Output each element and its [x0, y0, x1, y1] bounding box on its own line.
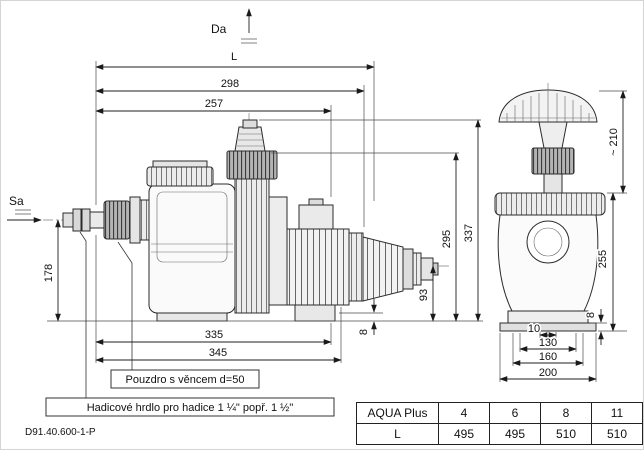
- front-view-dimensions: ~ 210 255 8 10 130 160 200: [499, 90, 627, 382]
- table-row-length: L 495 495 510 510: [356, 423, 643, 445]
- discharge-tip: [242, 119, 258, 129]
- inlet-pipe: [89, 211, 105, 229]
- front-base-plate: [499, 322, 597, 332]
- discharge-fitting: [234, 126, 266, 152]
- dim-label-93: 93: [418, 289, 430, 301]
- rear-cone: [362, 236, 404, 302]
- table-cell-l-8: 510: [540, 423, 592, 445]
- suction-label: Sa: [9, 194, 24, 208]
- union-nut: [103, 200, 131, 240]
- table-cell-l-11: 510: [591, 423, 643, 445]
- tank-inner: [156, 191, 228, 263]
- tank-foot: [156, 312, 228, 322]
- table-header-row: AQUA Plus 4 6 8 11: [356, 402, 643, 424]
- motor-bracket: [268, 196, 288, 306]
- outlet-label: Da: [211, 22, 227, 36]
- spec-table: AQUA Plus 4 6 8 11 L 495 495 510 510: [356, 402, 643, 445]
- model-spec-table: AQUA Plus 4 6 8 11 L 495 495 510 510: [356, 402, 643, 445]
- table-header-model-8: 8: [540, 402, 592, 424]
- dim-label-210: ~ 210: [608, 128, 620, 156]
- drawing-number: D91.40.600-1-P: [25, 427, 96, 438]
- hose-tip: [62, 212, 74, 228]
- front-discharge-stack: [531, 121, 575, 194]
- front-pipe: [543, 173, 563, 194]
- dim-label-295: 295: [441, 230, 453, 248]
- rear-ring-2: [402, 248, 414, 290]
- rear-hub: [420, 257, 434, 281]
- inlet-hose-assembly: [62, 196, 151, 244]
- motor-body: [286, 228, 350, 306]
- front-base-block: [507, 310, 589, 324]
- note-box-hose: [45, 397, 335, 417]
- dim-label-8-front: 8: [585, 312, 597, 318]
- collar-band: [494, 192, 606, 216]
- dim-label-160: 160: [539, 351, 557, 363]
- dim-label-255: 255: [597, 250, 609, 268]
- discharge-nut: [226, 150, 278, 180]
- front-body: [494, 192, 606, 332]
- dim-label-337: 337: [463, 224, 475, 242]
- dim-label-298: 298: [221, 78, 239, 90]
- table-header-model-4: 4: [438, 402, 490, 424]
- hose-barb-ring: [81, 208, 91, 232]
- discharge-column: [226, 119, 278, 314]
- rear-cap: [432, 262, 439, 276]
- hose-barb-ring: [72, 208, 82, 232]
- table-header-model: AQUA Plus: [356, 402, 439, 424]
- side-view: [43, 113, 451, 322]
- column-body: [234, 152, 270, 314]
- table-cell-l-4: 495: [438, 423, 490, 445]
- dim-label-130: 130: [539, 337, 557, 349]
- front-view: [494, 83, 606, 339]
- table-cell-l-label: L: [356, 423, 439, 445]
- note-sleeve: Pouzdro s věncem d=50: [126, 374, 245, 386]
- table-cell-l-6: 495: [489, 423, 541, 445]
- table-header-model-11: 11: [591, 402, 643, 424]
- dim-label-L: L: [231, 51, 237, 63]
- table-header-model-6: 6: [489, 402, 541, 424]
- rear-ring-3: [412, 252, 422, 286]
- motor-assembly: [268, 196, 439, 322]
- leader-line-sleeve: [117, 241, 133, 370]
- dim-label-345: 345: [209, 347, 227, 359]
- tank-body: [148, 183, 236, 314]
- motor-foot: [294, 304, 336, 322]
- sight-glass-ring: [526, 220, 570, 264]
- terminal-box-cap: [308, 198, 324, 206]
- note-hose: Hadicové hrdlo pro hadice 1 ¼" popř. 1 ½…: [87, 402, 294, 414]
- note-box-sleeve: [110, 369, 260, 389]
- dim-label-178: 178: [43, 264, 55, 282]
- rear-ring: [348, 232, 364, 302]
- terminal-box: [298, 204, 334, 230]
- leader-line-hose: [79, 231, 87, 398]
- sight-glass: [533, 227, 563, 257]
- side-view-dimensions: Da Sa L 298 257 178 295 337: [7, 8, 483, 363]
- callouts: Pouzdro s věncem d=50 Hadicové hrdlo pro…: [25, 231, 335, 438]
- dim-label-200: 200: [539, 367, 557, 379]
- lid-ring: [146, 166, 214, 187]
- dim-label-10: 10: [528, 323, 540, 335]
- front-fitting: [538, 121, 568, 149]
- union-flange: [129, 196, 141, 244]
- lid-ribs: [506, 91, 590, 122]
- crown-lid: [498, 89, 598, 123]
- strainer-tank: [146, 160, 236, 322]
- front-nut: [531, 147, 575, 175]
- dim-label-335: 335: [205, 329, 223, 341]
- dim-label-257: 257: [205, 98, 223, 110]
- dim-label-8-side: 8: [358, 329, 370, 335]
